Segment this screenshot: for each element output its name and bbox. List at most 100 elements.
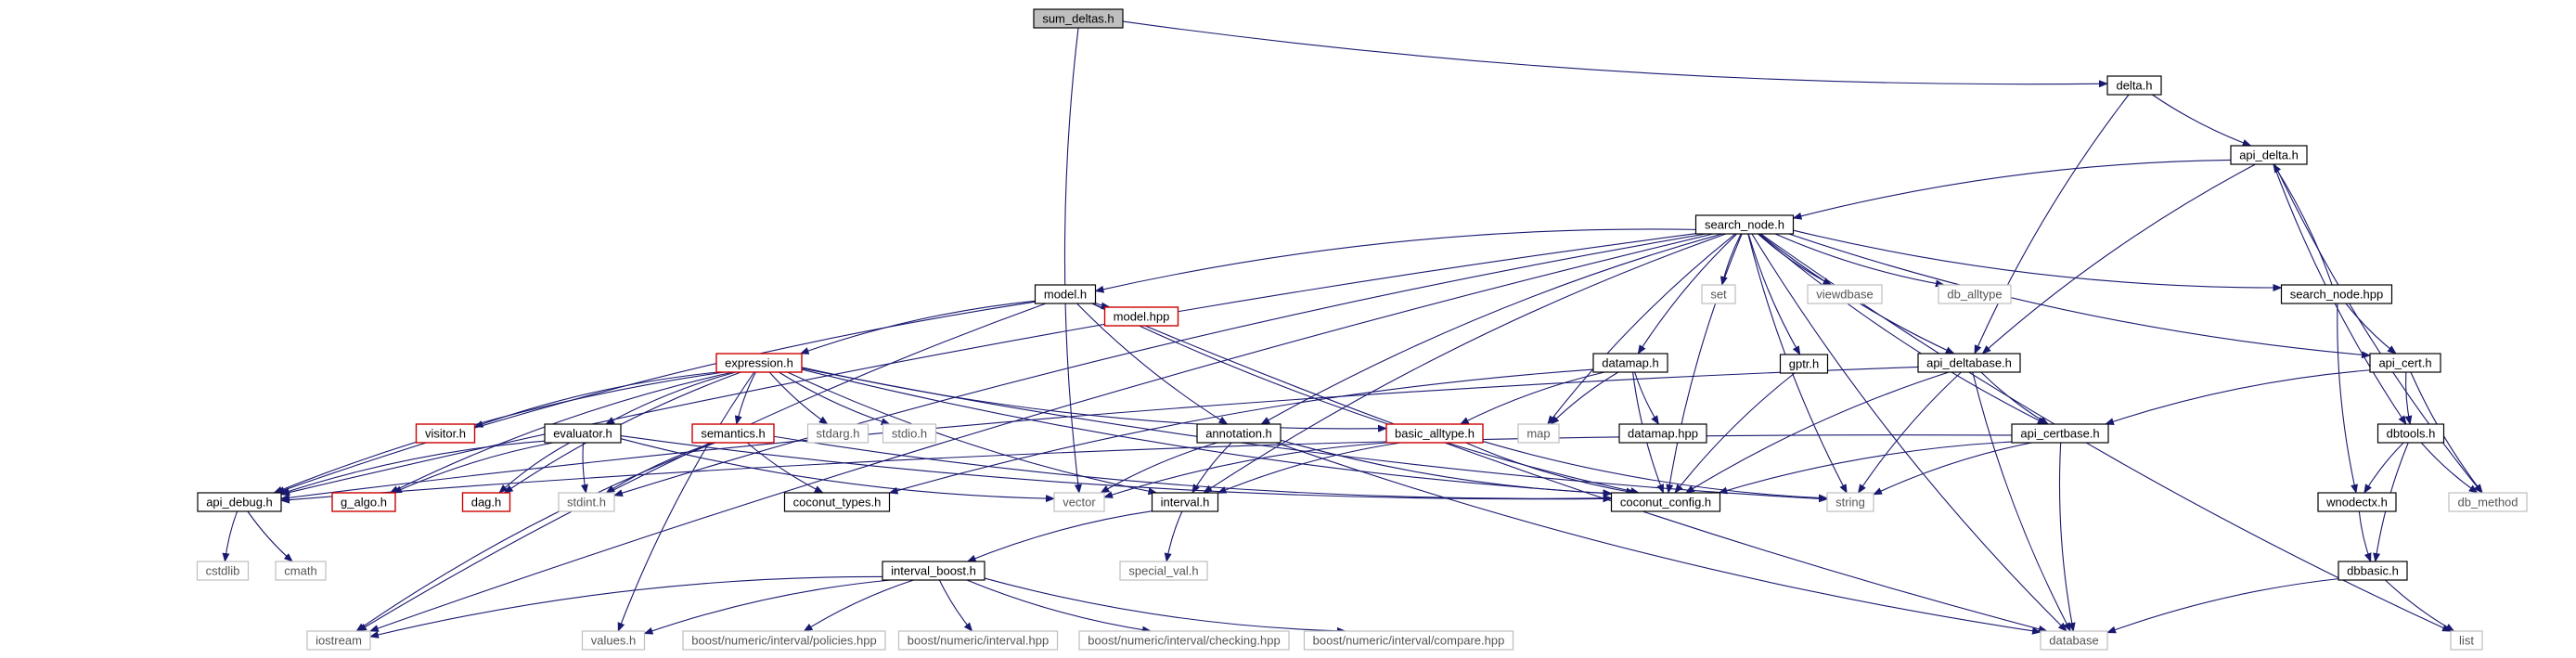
node-model_hpp[interactable]: model.hpp <box>1103 306 1179 327</box>
node-visitor[interactable]: visitor.h <box>415 423 476 444</box>
node-set-label: set <box>1710 288 1727 302</box>
node-evaluator[interactable]: evaluator.h <box>544 423 622 444</box>
edge-evaluator-to-coconut_config <box>620 435 1613 503</box>
node-policies-label: boost/numeric/interval/policies.hpp <box>691 634 876 648</box>
edge-basic_alltype-to-interval <box>1217 442 1401 494</box>
edge-wnodectx-to-dbbasic <box>2358 510 2372 562</box>
node-interval_boost[interactable]: interval_boost.h <box>882 561 985 581</box>
node-delta[interactable]: delta.h <box>2106 75 2162 96</box>
edge-datamap-to-coconut_types <box>888 368 1594 495</box>
node-cstdlib-box <box>196 561 250 581</box>
node-compare: boost/numeric/interval/compare.hpp <box>1303 630 1514 651</box>
edge-search_node-to-api_certbase <box>1758 233 2047 425</box>
node-model[interactable]: model.h <box>1034 284 1097 304</box>
node-sum_deltas[interactable]: sum_deltas.h <box>1033 8 1124 29</box>
node-vector-label: vector <box>1063 496 1096 510</box>
edge-expression-to-stdio <box>779 371 891 425</box>
node-semantics-box <box>691 423 775 444</box>
edge-delta-to-api_delta <box>2152 94 2252 147</box>
node-basic_alltype[interactable]: basic_alltype.h <box>1385 423 1484 444</box>
node-special_val: special_val.h <box>1119 561 1208 581</box>
edge-semantics-to-stdint <box>605 442 714 494</box>
node-cstdlib-label: cstdlib <box>206 564 240 578</box>
node-stdarg-box <box>806 423 869 444</box>
edge-api_deltabase-to-string <box>1857 371 1962 494</box>
file-nodes: sum_deltas.h delta.h api_delta.h search_nod… <box>196 8 2528 651</box>
node-annotation[interactable]: annotation.h <box>1196 423 1282 444</box>
edge-interval_boost-to-checking <box>966 579 1152 634</box>
node-search_node-box <box>1694 214 1795 235</box>
node-coconut_config[interactable]: coconut_config.h <box>1610 492 1721 512</box>
node-wnodectx[interactable]: wnodectx.h <box>2317 492 2397 512</box>
edge-expression-to-semantics <box>734 371 756 425</box>
node-api_deltabase-box <box>1917 353 2021 373</box>
edge-api_deltabase-to-database <box>1972 371 2071 632</box>
node-values-box <box>581 630 646 651</box>
node-search_node[interactable]: search_node.h <box>1694 214 1795 235</box>
node-special_val-box <box>1119 561 1208 581</box>
edge-expression-to-coconut_config <box>801 368 1613 497</box>
node-checking-label: boost/numeric/interval/checking.hpp <box>1088 634 1280 648</box>
node-semantics[interactable]: semantics.h <box>691 423 775 444</box>
edge-expression-to-g_algo <box>389 371 733 494</box>
edge-expression-to-evaluator <box>605 371 737 425</box>
node-string-box <box>1826 492 1874 512</box>
node-stdint: stdint.h <box>558 492 615 512</box>
node-db_method-box <box>2448 492 2528 512</box>
node-search_node-label: search_node.h <box>1705 218 1784 232</box>
node-compare-box <box>1303 630 1514 651</box>
node-basic_alltype-label: basic_alltype.h <box>1395 427 1475 441</box>
edge-dbtools-to-db_method <box>2420 442 2479 494</box>
edge-search_node-to-map <box>1547 233 1736 425</box>
node-coconut_types[interactable]: coconut_types.h <box>783 492 891 512</box>
node-viewdbase: viewdbase <box>1807 284 1883 304</box>
edge-search_node-to-set <box>1719 233 1742 286</box>
node-map-box <box>1517 423 1560 444</box>
node-list: list <box>2450 630 2483 651</box>
edge-api_certbase-to-database <box>2058 442 2076 632</box>
node-interval[interactable]: interval.h <box>1151 492 1219 512</box>
edge-search_node-to-coconut_config <box>1666 233 1743 494</box>
edge-evaluator-to-vector <box>620 438 1055 503</box>
node-visitor-box <box>415 423 476 444</box>
node-interval-box <box>1151 492 1219 512</box>
node-database-label: database <box>2049 634 2099 648</box>
node-api_delta[interactable]: api_delta.h <box>2230 145 2308 165</box>
edge-evaluator-to-api_debug <box>280 440 546 495</box>
edge-model-to-expression <box>799 300 1036 355</box>
node-gptr[interactable]: gptr.h <box>1779 354 1829 374</box>
edge-annotation-to-coconut_config <box>1280 439 1613 497</box>
node-coconut_types-label: coconut_types.h <box>793 496 882 510</box>
node-dag[interactable]: dag.h <box>461 492 511 512</box>
node-search_node_hpp[interactable]: search_node.hpp <box>2280 284 2393 304</box>
node-dbtools-label: dbtools.h <box>2387 427 2436 441</box>
node-datamap_hpp[interactable]: datamap.hpp <box>1618 423 1707 444</box>
node-coconut_types-box <box>783 492 891 512</box>
node-db_alltype: db_alltype <box>1938 284 2012 304</box>
node-api_cert[interactable]: api_cert.h <box>2369 353 2441 373</box>
node-interval_hpp-label: boost/numeric/interval.hpp <box>908 634 1049 648</box>
node-dbtools[interactable]: dbtools.h <box>2376 423 2445 444</box>
node-iostream-box <box>306 630 371 651</box>
edge-expression-to-values <box>617 371 755 632</box>
edge-semantics-to-iostream <box>355 442 716 632</box>
edge-model-to-coconut_config <box>1091 303 1641 495</box>
node-g_algo[interactable]: g_algo.h <box>331 492 396 512</box>
node-api_deltabase[interactable]: api_deltabase.h <box>1917 353 2021 373</box>
edge-search_node-to-model <box>1094 228 1696 293</box>
edge-datamap-to-map <box>1550 371 1619 425</box>
edge-search_node-to-search_node_hpp <box>1793 229 2283 292</box>
node-gptr-label: gptr.h <box>1789 357 1820 371</box>
node-api_certbase[interactable]: api_certbase.h <box>2011 423 2109 444</box>
node-api_debug[interactable]: api_debug.h <box>197 492 282 512</box>
node-db_method-label: db_method <box>2457 496 2518 510</box>
node-datamap[interactable]: datamap.h <box>1592 353 1668 373</box>
edge-interval-to-special_val <box>1164 510 1183 562</box>
node-interval_hpp: boost/numeric/interval.hpp <box>897 630 1059 651</box>
edge-semantics-to-coconut_types <box>746 442 824 494</box>
node-dbbasic[interactable]: dbbasic.h <box>2338 561 2408 581</box>
edge-datamap-to-datamap_hpp <box>1634 371 1659 425</box>
node-gptr-box <box>1779 354 1829 374</box>
node-expression[interactable]: expression.h <box>715 353 803 373</box>
